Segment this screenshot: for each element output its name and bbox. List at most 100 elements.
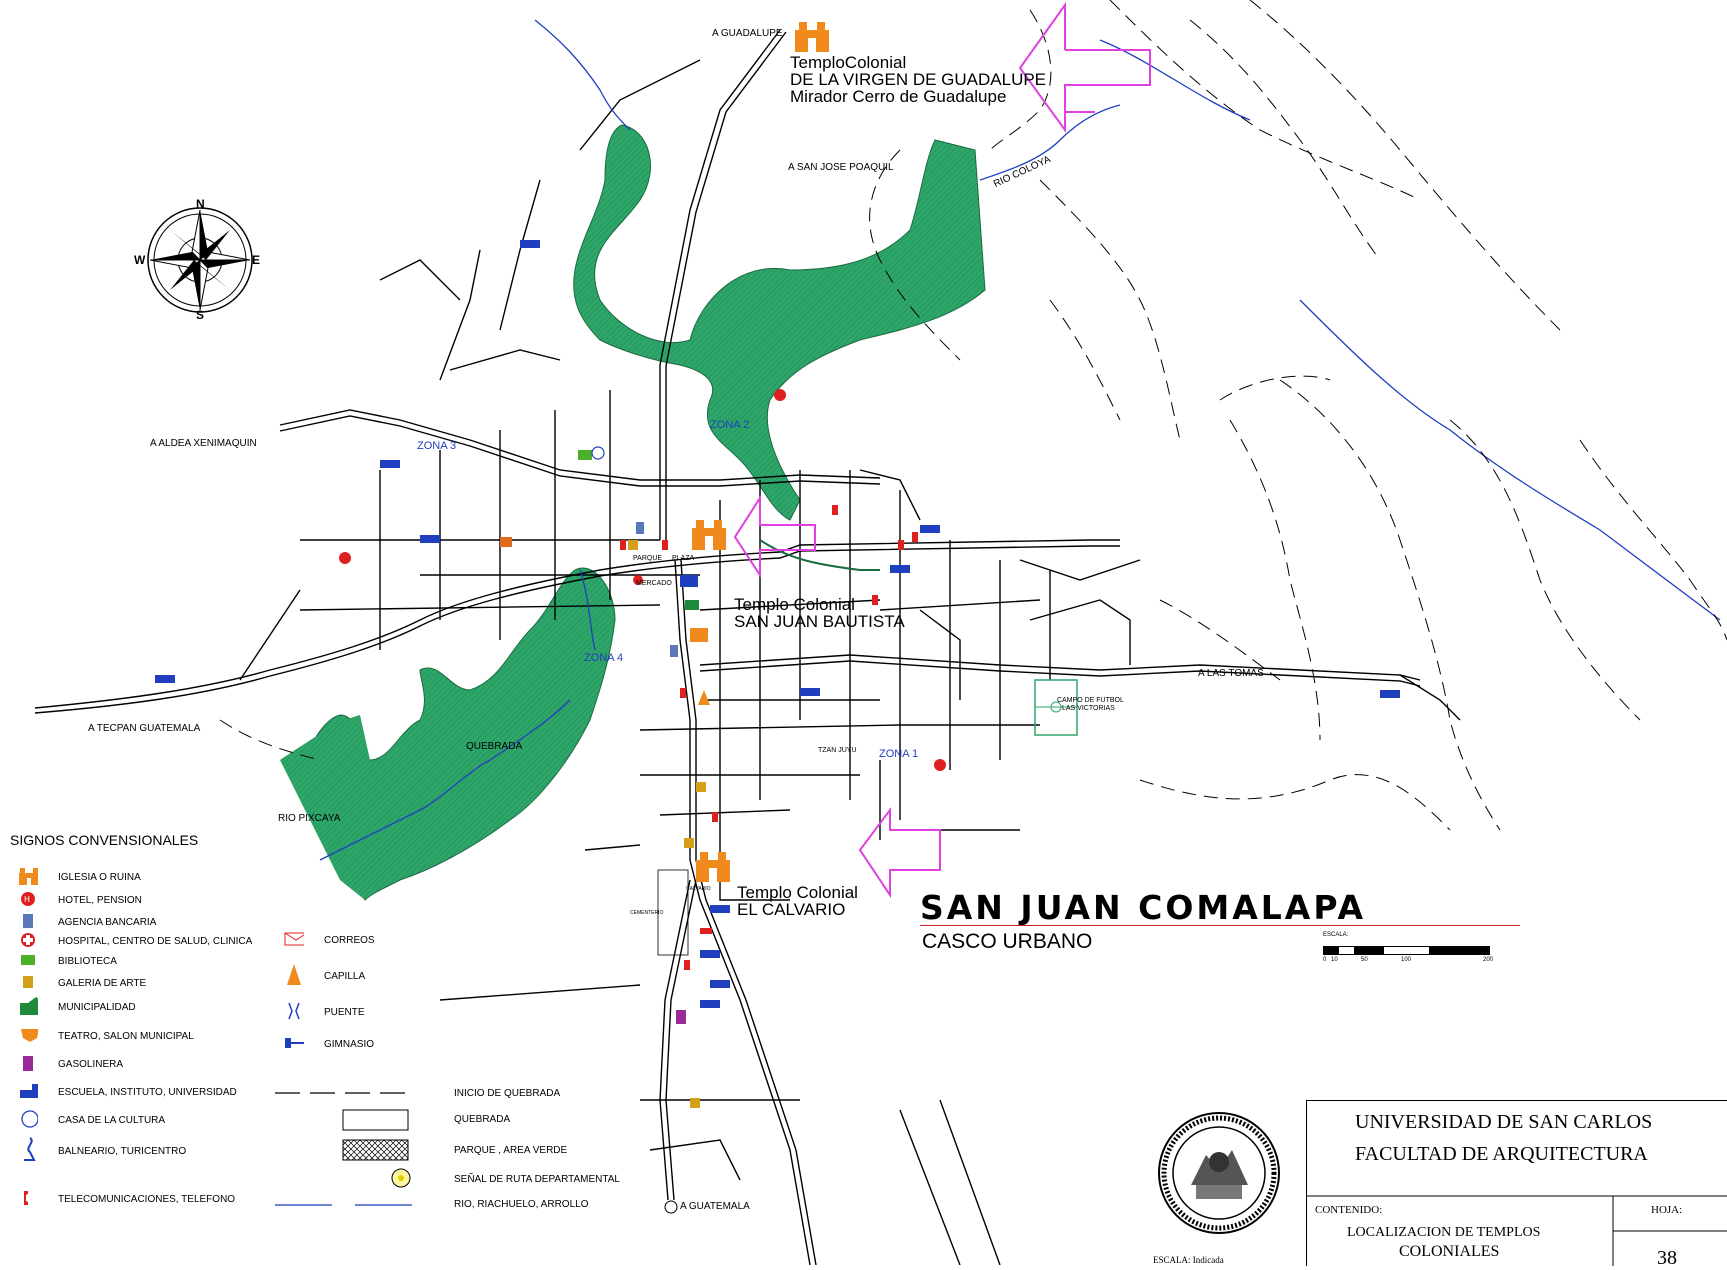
- label-guadalupe: A GUADALUPE: [712, 28, 783, 39]
- title-block: UNIVERSIDAD DE SAN CARLOS FACULTAD DE AR…: [1306, 1100, 1727, 1269]
- gym-icon: [284, 1034, 304, 1052]
- label-san-jose-poaquil: A SAN JOSE POAQUIL: [788, 162, 894, 173]
- label-tzan-juyu: TZAN JUYU: [818, 747, 857, 754]
- zone-4-label: ZONA 4: [584, 652, 624, 664]
- bank-icon: [18, 912, 38, 930]
- legend-label: SEÑAL DE RUTA DEPARTAMENTAL: [454, 1174, 620, 1185]
- soccer-field: [1034, 679, 1078, 736]
- map-subtitle: CASCO URBANO: [922, 930, 1093, 953]
- scale-tick-0: 0: [1323, 957, 1327, 963]
- label-rio-pixcaya: RIO PIXCAYA: [278, 813, 341, 824]
- zone-2-label: ZONA 2: [710, 419, 750, 431]
- scale-tick-10: 10: [1331, 957, 1338, 963]
- legend-label: HOTEL, PENSION: [58, 895, 142, 906]
- label-quebrada: QUEBRADA: [466, 741, 523, 752]
- road-east: [699, 654, 1421, 681]
- temple-san-juan-label: Templo Colonial SAN JUAN BAUTISTA: [734, 595, 905, 631]
- faculty-name: FACULTAD DE ARQUITECTURA: [1355, 1143, 1648, 1165]
- legend-label: TELECOMUNICACIONES, TELEFONO: [58, 1194, 236, 1205]
- green-area-north: [573, 124, 986, 521]
- legend-label: PUENTE: [324, 1007, 365, 1018]
- rivers: [319, 19, 1721, 861]
- red-markers: [339, 389, 946, 970]
- title-rule: [920, 925, 1520, 926]
- legend-label: CORREOS: [324, 935, 375, 946]
- road-main-ew: [34, 539, 1120, 709]
- church-icon: [18, 867, 38, 885]
- compass-rose: [147, 207, 253, 313]
- label-las-victorias: LAS VICTORIAS: [1062, 705, 1115, 712]
- road-north: [659, 29, 781, 366]
- legend-label: QUEBRADA: [454, 1114, 511, 1125]
- label-plaza: PLAZA: [672, 555, 695, 562]
- label-parque: PARQUE: [633, 555, 663, 562]
- resort-icon: [18, 1137, 38, 1161]
- bridge-icon: [284, 1002, 304, 1020]
- content-line-1: LOCALIZACION DE TEMPLOS: [1347, 1225, 1541, 1240]
- scale-tick-50: 50: [1361, 957, 1368, 963]
- label-mercado: MERCADO: [636, 580, 672, 587]
- map-title: SAN JUAN COMALAPA: [920, 888, 1367, 927]
- legend-label: PARQUE , AREA VERDE: [454, 1145, 568, 1156]
- legend-label: AGENCIA BANCARIA: [58, 917, 157, 928]
- university-name: UNIVERSIDAD DE SAN CARLOS: [1355, 1111, 1653, 1133]
- road-network: [34, 29, 1461, 1265]
- label-campo-futbol: CAMPO DE FUTBOL: [1057, 697, 1124, 704]
- legend-label: CAPILLA: [324, 971, 366, 982]
- content-line-2: COLONIALES: [1399, 1243, 1500, 1260]
- legend-label: MUNICIPALIDAD: [58, 1002, 136, 1013]
- label-cementerio: CEMENTERIO: [630, 910, 664, 916]
- legend-label: GASOLINERA: [58, 1059, 124, 1070]
- culture-house-icon: [18, 1110, 38, 1128]
- arrow-san-juan: [733, 494, 816, 579]
- church-markers: [692, 22, 829, 882]
- compass-w: W: [134, 253, 146, 267]
- river-pixcaya: [319, 699, 571, 861]
- label-guatemala: A GUATEMALA: [680, 1201, 750, 1212]
- school-icon: [18, 1082, 38, 1100]
- arrow-calvario: [858, 807, 941, 899]
- label-las-tomas: A LAS TOMAS: [1198, 668, 1264, 679]
- compass-s: S: [196, 308, 205, 322]
- mail-icon: [284, 930, 304, 948]
- legend-label: CASA DE LA CULTURA: [58, 1115, 166, 1126]
- direction-arrows: [733, 1, 1151, 899]
- scale-note: ESCALA: Indicada: [1153, 1255, 1224, 1265]
- legend-label: BALNEARIO, TURICENTRO: [58, 1146, 187, 1157]
- university-seal: [1158, 1112, 1280, 1234]
- label-calvario-small: CALVARIO: [686, 886, 711, 892]
- sheet-label: HOJA:: [1651, 1204, 1683, 1216]
- legend-label: RIO, RIACHUELO, ARROLLO: [454, 1199, 589, 1210]
- label-tecpan: A TECPAN GUATEMALA: [88, 723, 201, 734]
- gas-station-icon: [18, 1054, 38, 1072]
- zone-1-label: ZONA 1: [879, 748, 919, 760]
- library-icon: [18, 951, 38, 969]
- hospital-icon: [18, 931, 38, 949]
- label-aldea-xenimaquin: A ALDEA XENIMAQUIN: [150, 438, 257, 449]
- content-label: CONTENIDO:: [1315, 1204, 1383, 1216]
- compass-e: E: [252, 253, 261, 267]
- legend-label: ESCUELA, INSTITUTO, UNIVERSIDAD: [58, 1087, 237, 1098]
- legend-label: GALERIA DE ARTE: [58, 978, 147, 989]
- temple-calvario-label: Templo Colonial EL CALVARIO: [737, 883, 858, 919]
- scale-tick-100: 100: [1401, 957, 1412, 963]
- legend-label: IGLESIA O RUINA: [58, 872, 141, 883]
- road-south: [674, 559, 811, 1265]
- legend-label: TEATRO, SALON MUNICIPAL: [58, 1031, 194, 1042]
- gallery-icon: [18, 973, 38, 991]
- arrow-guadalupe: [1018, 1, 1151, 134]
- scale-label: ESCALA:: [1323, 932, 1349, 938]
- river-coloya: [979, 104, 1121, 181]
- legend-label: HOSPITAL, CENTRO DE SALUD, CLINICA: [58, 936, 253, 947]
- legend-label: BIBLIOTECA: [58, 956, 117, 967]
- compass-n: N: [196, 197, 205, 211]
- sheet-number: 38: [1657, 1247, 1677, 1269]
- chapel-icon: [284, 964, 304, 985]
- zone-3-label: ZONA 3: [417, 440, 457, 452]
- svg-text:H: H: [24, 895, 30, 904]
- misc-markers: [500, 446, 710, 1214]
- municipality-icon: [18, 997, 38, 1015]
- theater-icon: [18, 1026, 38, 1044]
